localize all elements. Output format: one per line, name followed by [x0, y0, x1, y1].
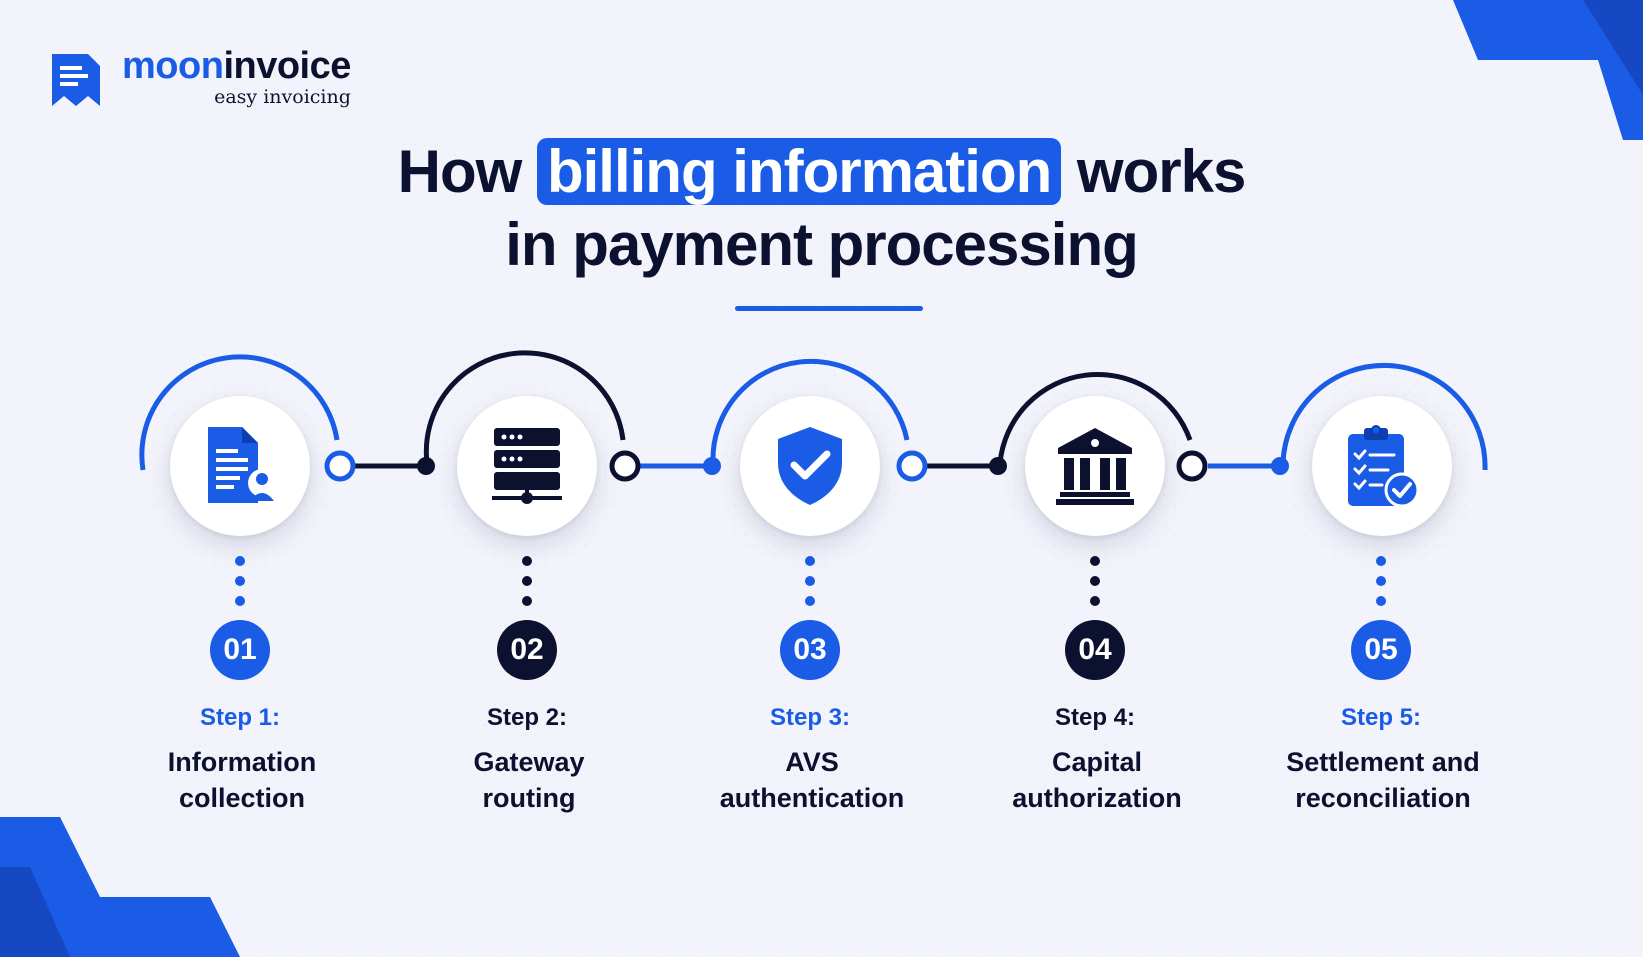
dots-step-3: [805, 556, 815, 606]
step-1-title-line1: Information: [167, 747, 317, 777]
node-solid-2: [417, 457, 435, 475]
step-1-title-line2: collection: [178, 783, 306, 813]
node-solid-5: [1271, 457, 1289, 475]
step-2-title-line1: Gateway: [473, 747, 585, 777]
node-hollow-2: [609, 450, 641, 482]
step-2-circle: [457, 396, 597, 536]
dots-step-2: [522, 556, 532, 606]
step-4-title-line1: Capital: [1051, 747, 1143, 777]
step-4-number: 04: [1065, 620, 1125, 680]
step-5-title-line1: Settlement and: [1286, 747, 1480, 777]
step-4-title: Capital authorization: [947, 744, 1247, 816]
title-line2: in payment processing: [505, 211, 1139, 278]
step-2-title-line2: routing: [482, 783, 576, 813]
step-5-number: 05: [1351, 620, 1411, 680]
step-1-title: Information collection: [92, 744, 392, 816]
step-4-label: Step 4:: [1054, 704, 1135, 731]
node-hollow-4: [1176, 450, 1208, 482]
title-after: works: [1076, 138, 1246, 205]
brand-name-invoice: invoice: [223, 45, 351, 87]
step-3-number: 03: [780, 620, 840, 680]
brand-tagline: easy invoicing: [214, 86, 351, 108]
arc-step-5: [1280, 363, 1488, 471]
shield-check-icon: [778, 427, 842, 505]
step-1-circle: [170, 396, 310, 536]
brand-name: mooninvoice: [122, 46, 351, 86]
brand: mooninvoice easy invoicing: [48, 46, 351, 110]
node-hollow-3: [896, 450, 928, 482]
document-user-icon: [208, 427, 276, 503]
step-2-number: 02: [497, 620, 557, 680]
step-5-title: Settlement and reconciliation: [1233, 744, 1533, 816]
step-3-title: AVS authentication: [662, 744, 962, 816]
step-5-label: Step 5:: [1340, 704, 1421, 731]
clipboard-check-icon: [1348, 425, 1420, 508]
dots-step-4: [1090, 556, 1100, 606]
arc-step-2: [423, 350, 626, 464]
node-solid-4: [989, 457, 1007, 475]
step-5-title-line2: reconciliation: [1295, 783, 1471, 813]
brand-name-moon: moon: [122, 45, 224, 87]
node-hollow-1: [324, 450, 356, 482]
server-network-icon: [492, 428, 562, 504]
step-3-label: Step 3:: [769, 704, 850, 731]
step-2-label: Step 2:: [486, 704, 567, 731]
step-3-title-line2: authentication: [719, 783, 905, 813]
step-2-title: Gateway routing: [379, 744, 679, 816]
step-5-circle: [1312, 396, 1452, 536]
title-underline: [735, 306, 923, 311]
dots-step-1: [235, 556, 245, 606]
page-title: How billing information works in payment…: [0, 134, 1643, 280]
bank-icon: [1056, 428, 1134, 505]
arc-step-4: [997, 371, 1193, 464]
step-1-label: Step 1:: [199, 704, 280, 731]
step-4-title-line2: authorization: [1012, 783, 1182, 813]
node-solid-3: [703, 457, 721, 475]
step-4-circle: [1025, 396, 1165, 536]
moon-invoice-logo-icon: [52, 54, 100, 106]
step-1-number: 01: [210, 620, 270, 680]
arc-step-1: [139, 354, 340, 471]
arc-step-3: [710, 358, 910, 464]
step-3-title-line1: AVS: [785, 747, 839, 777]
dots-step-5: [1376, 556, 1386, 606]
step-3-circle: [740, 396, 880, 536]
title-before: How: [397, 138, 523, 205]
title-highlight: billing information: [536, 138, 1062, 205]
